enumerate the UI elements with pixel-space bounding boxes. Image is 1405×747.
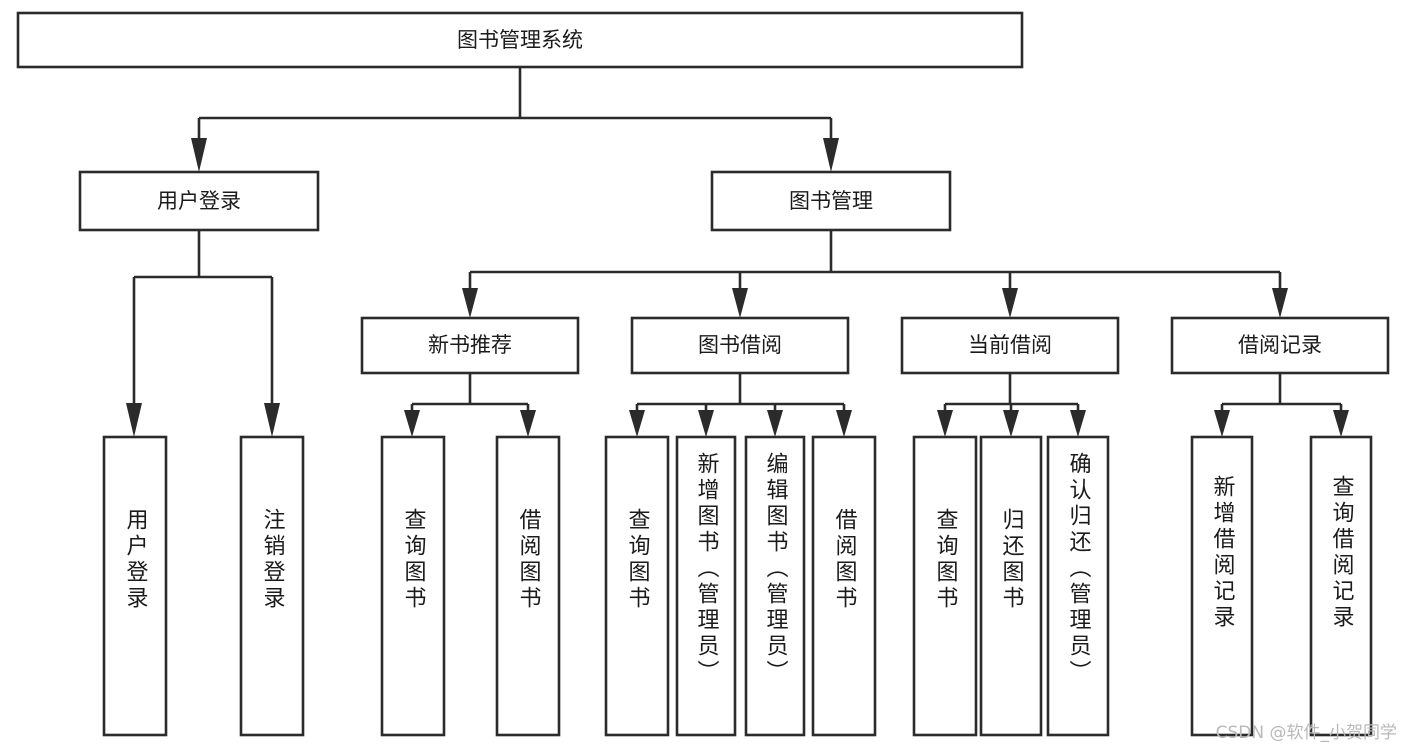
- leaf-br-add-record-box[interactable]: [1190, 435, 1254, 737]
- leaf-node[interactable]: 新增图书（管理员）: [675, 435, 737, 737]
- leaf-node[interactable]: 查询图书: [604, 435, 670, 737]
- leaf-nbr-query-book-box[interactable]: [380, 435, 446, 737]
- leaf-cb-query-book-box[interactable]: [912, 435, 978, 737]
- node-book-borrow[interactable]: 图书借阅: [630, 316, 850, 375]
- node-root-box[interactable]: [16, 11, 1024, 69]
- leaf-br-query-record-box[interactable]: [1309, 435, 1373, 737]
- leaf-cb-return-book-box[interactable]: [979, 435, 1043, 737]
- leaf-node[interactable]: 查询图书: [380, 435, 446, 737]
- arrow-head-bb-leaf-3: [767, 410, 783, 437]
- arrow-head-bb-leaf-2: [698, 410, 714, 437]
- node-borrow-record-box[interactable]: [1170, 316, 1390, 375]
- node-current-borrow[interactable]: 当前借阅: [900, 316, 1120, 375]
- node-root-label: 图书管理系统: [457, 28, 583, 52]
- leaf-bb-edit-book-box[interactable]: [744, 435, 806, 737]
- arrow-head-leaf-logout: [264, 403, 280, 437]
- arrow-head-current-borrow: [1002, 288, 1018, 318]
- leaf-node[interactable]: 查询图书: [912, 435, 978, 737]
- node-borrow-record-label: 借阅记录: [1238, 333, 1322, 357]
- arrow-head-bb-leaf-1: [629, 410, 645, 437]
- arrow-head-br-leaf-2: [1333, 410, 1349, 437]
- leaf-bb-query-book-label: 查询图书: [625, 508, 651, 612]
- leaf-logout-label: 注销登录: [260, 508, 286, 612]
- arrow-head-cb-leaf-3: [1070, 410, 1086, 437]
- arrow-head-nbr-leaf-1: [404, 410, 420, 437]
- leaf-node[interactable]: 查询借阅记录: [1309, 435, 1373, 737]
- csdn-watermark: CSDN @软件_小贺同学: [1215, 723, 1397, 743]
- leaf-cb-query-book-label: 查询图书: [933, 508, 959, 612]
- node-new-book-recommend-label: 新书推荐: [428, 333, 512, 357]
- node-current-borrow-box[interactable]: [900, 316, 1120, 375]
- leaf-bb-query-book-box[interactable]: [604, 435, 670, 737]
- leaf-bb-add-book-label: 新增图书（管理员）: [694, 452, 720, 686]
- node-user-login-box[interactable]: [78, 170, 320, 232]
- leaf-bb-edit-book-label: 编辑图书（管理员）: [763, 452, 789, 686]
- leaf-cb-confirm-return-label: 确认归还（管理员）: [1066, 452, 1092, 686]
- node-user-login-label: 用户登录: [157, 189, 241, 213]
- arrow-head-new-book: [462, 288, 478, 318]
- leaf-bb-add-book-box[interactable]: [675, 435, 737, 737]
- arrow-head-book-manage: [823, 138, 839, 172]
- leaf-nbr-query-book-label: 查询图书: [401, 508, 427, 612]
- leaf-node[interactable]: 归还图书: [979, 435, 1043, 737]
- node-new-book-recommend-box[interactable]: [360, 316, 580, 375]
- leaf-bb-borrow-book-label: 借阅图书: [832, 508, 858, 612]
- arrow-head-br-leaf-1: [1214, 410, 1230, 437]
- node-borrow-record[interactable]: 借阅记录: [1170, 316, 1390, 375]
- leaf-bb-borrow-book-box[interactable]: [811, 435, 877, 737]
- connector-layer: [126, 67, 1349, 437]
- leaf-node[interactable]: 用户登录: [102, 435, 168, 737]
- leaf-user-login-label: 用户登录: [123, 508, 149, 612]
- leaf-user-login-box[interactable]: [102, 435, 168, 737]
- node-book-borrow-box[interactable]: [630, 316, 850, 375]
- arrow-head-borrow-record: [1272, 288, 1288, 318]
- leaf-node[interactable]: 借阅图书: [495, 435, 561, 737]
- arrow-head-user-login: [191, 138, 207, 172]
- node-book-manage-box[interactable]: [710, 170, 952, 232]
- arrow-head-cb-leaf-2: [1003, 410, 1019, 437]
- leaf-nbr-borrow-book-label: 借阅图书: [516, 508, 542, 612]
- node-book-borrow-label: 图书借阅: [698, 333, 782, 357]
- node-book-manage-label: 图书管理: [789, 189, 873, 213]
- arrow-head-book-borrow: [732, 288, 748, 318]
- arrow-head-cb-leaf-1: [937, 410, 953, 437]
- leaf-nbr-borrow-book-box[interactable]: [495, 435, 561, 737]
- leaf-node[interactable]: 确认归还（管理员）: [1046, 435, 1110, 737]
- arrow-head-nbr-leaf-2: [520, 410, 536, 437]
- node-user-login[interactable]: 用户登录: [78, 170, 320, 232]
- leaf-br-add-record-label: 新增借阅记录: [1210, 475, 1236, 631]
- leaf-node[interactable]: 借阅图书: [811, 435, 877, 737]
- leaf-node[interactable]: 新增借阅记录: [1190, 435, 1254, 737]
- arrow-head-bb-leaf-4: [836, 410, 852, 437]
- leaf-logout-box[interactable]: [239, 435, 305, 737]
- node-new-book-recommend[interactable]: 新书推荐: [360, 316, 580, 375]
- leaf-cb-confirm-return-box[interactable]: [1046, 435, 1110, 737]
- leaf-node[interactable]: 注销登录: [239, 435, 305, 737]
- node-book-manage[interactable]: 图书管理: [710, 170, 952, 232]
- node-current-borrow-label: 当前借阅: [968, 333, 1052, 357]
- leaf-cb-return-book-label: 归还图书: [999, 508, 1025, 612]
- arrow-head-leaf-user-login: [126, 403, 142, 437]
- leaf-br-query-record-label: 查询借阅记录: [1329, 475, 1355, 631]
- leaf-node[interactable]: 编辑图书（管理员）: [744, 435, 806, 737]
- node-root[interactable]: 图书管理系统: [16, 11, 1024, 69]
